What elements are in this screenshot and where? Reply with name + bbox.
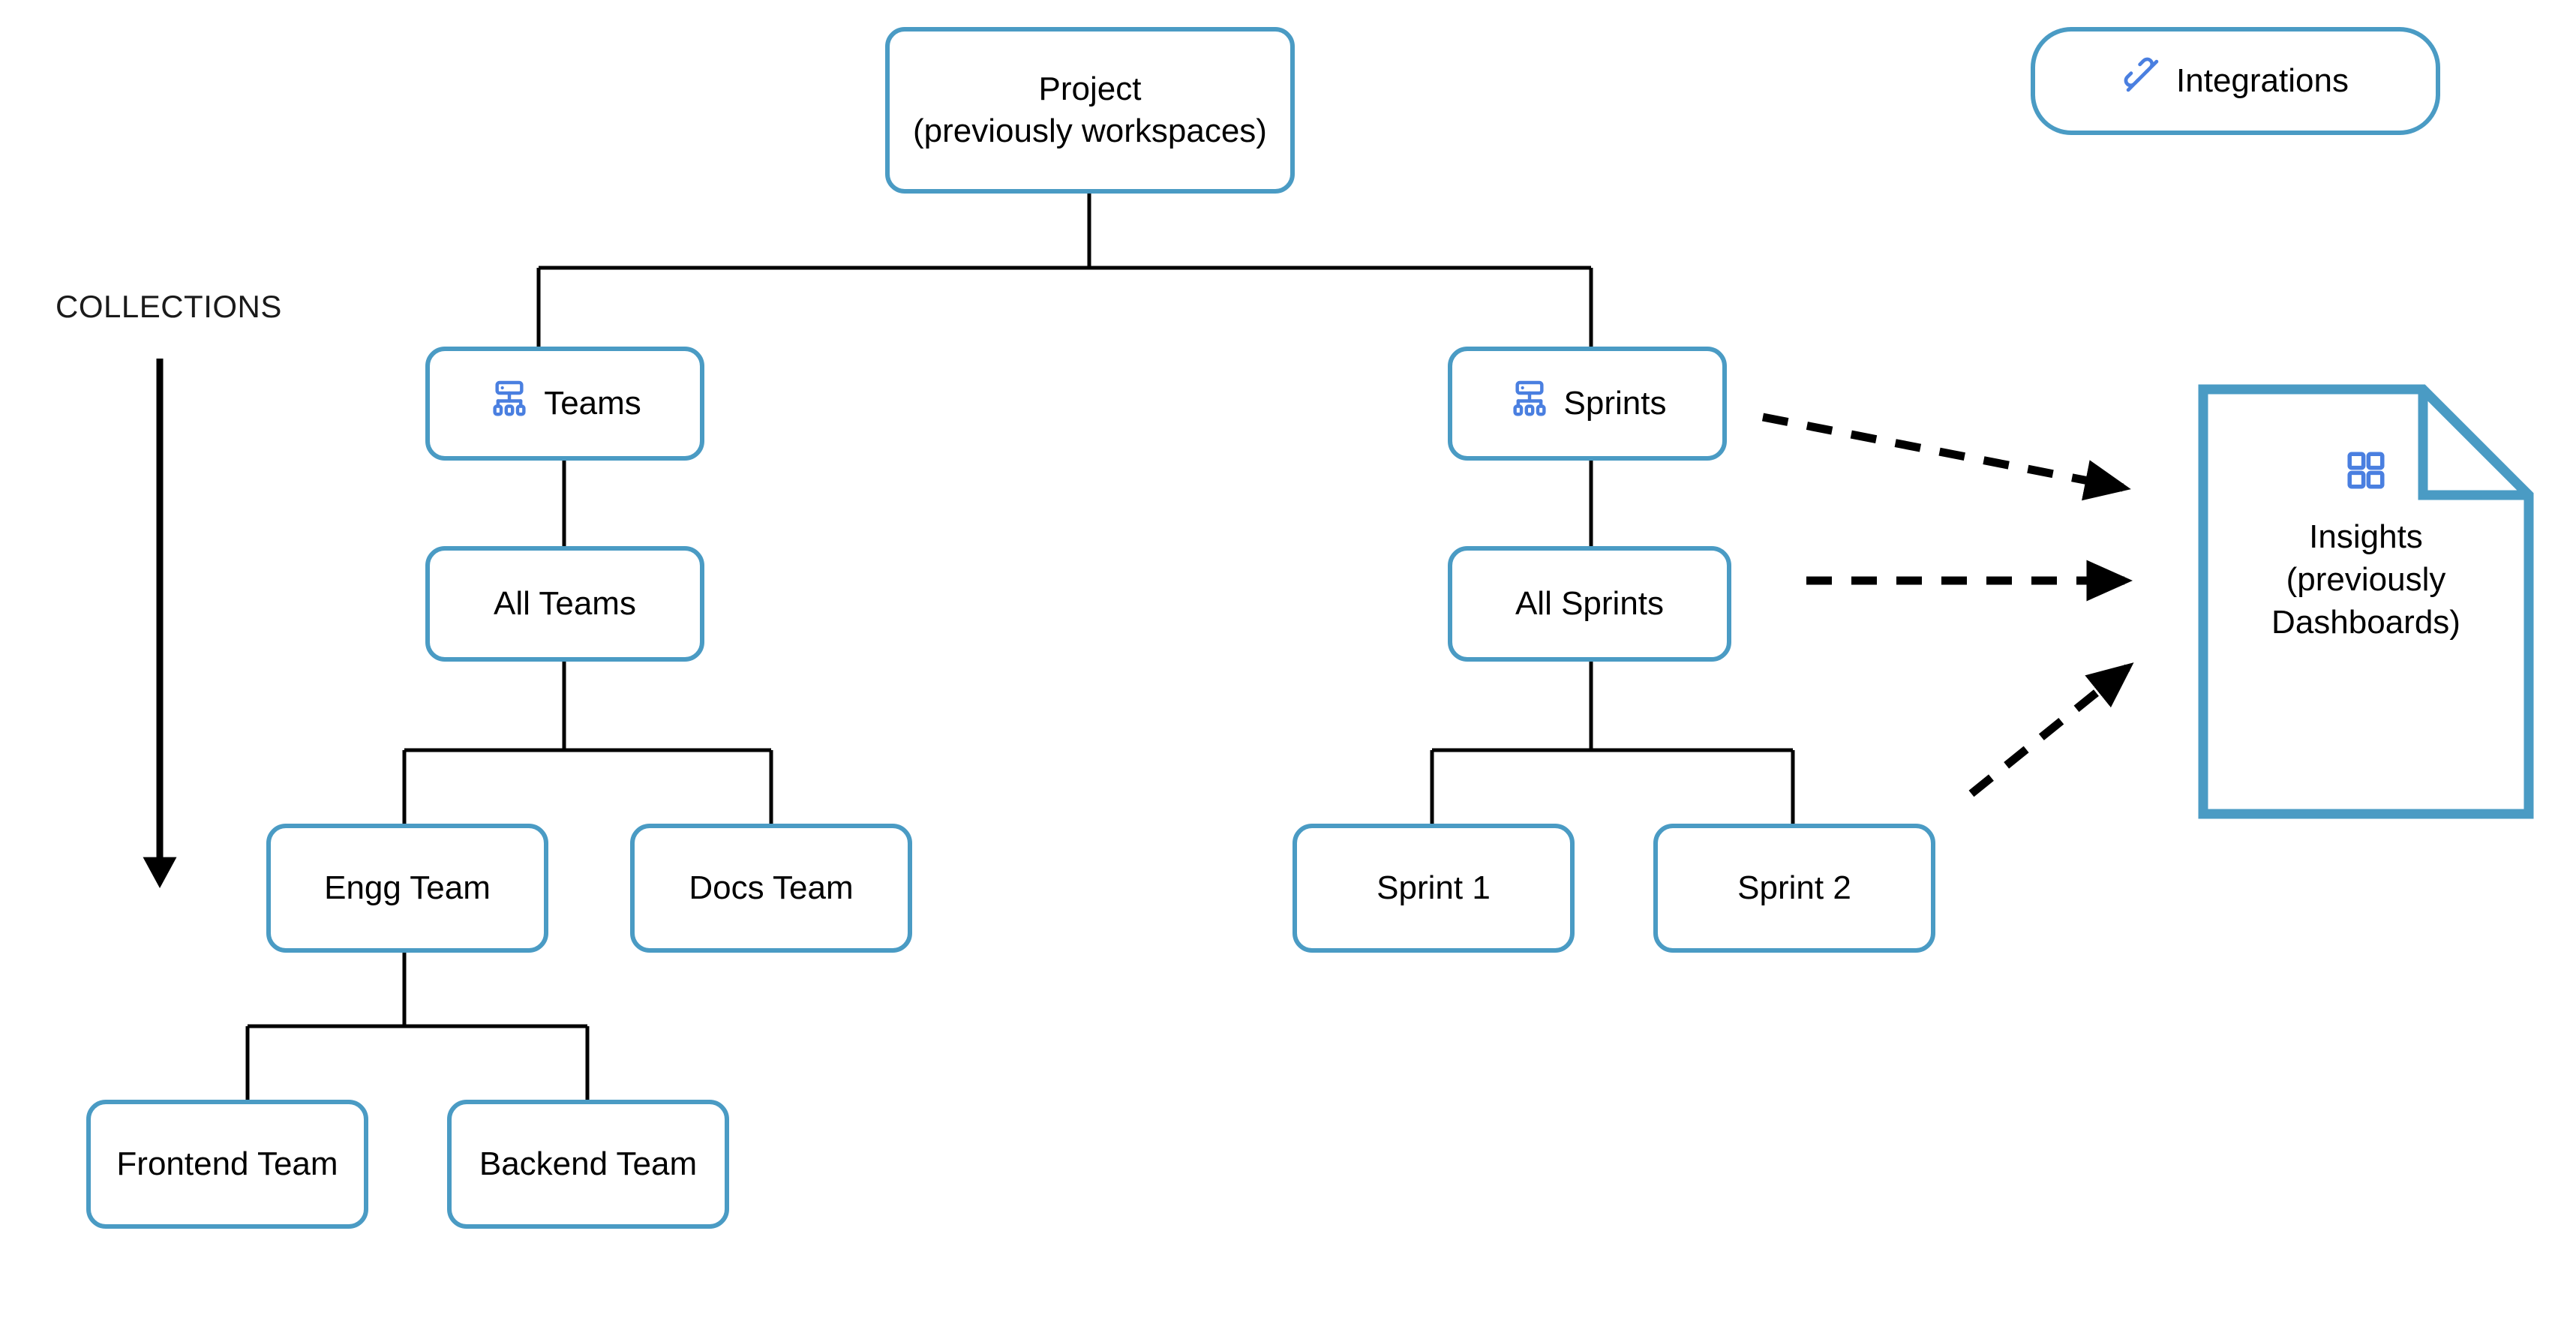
node-all-teams[interactable]: All Teams — [425, 546, 704, 662]
node-engg-team-label: Engg Team — [324, 869, 491, 906]
node-sprints-label: Sprints — [1563, 384, 1667, 422]
node-docs-team-label: Docs Team — [689, 869, 854, 906]
node-teams[interactable]: Teams — [425, 347, 704, 461]
node-sprint-1[interactable]: Sprint 1 — [1293, 824, 1575, 953]
edge-all-teams-to-subteams — [402, 662, 773, 824]
node-frontend-team[interactable]: Frontend Team — [86, 1100, 368, 1229]
document-shape — [2198, 384, 2534, 819]
node-docs-team[interactable]: Docs Team — [630, 824, 912, 953]
node-sprint-1-label: Sprint 1 — [1377, 869, 1491, 906]
grid-2x2-icon — [2344, 449, 2388, 496]
edge-sprints-to-insights — [1761, 413, 2131, 501]
node-integrations[interactable]: Integrations — [2031, 27, 2440, 135]
node-all-sprints-label: All Sprints — [1515, 584, 1665, 622]
edge-all-sprints-to-sprints — [1430, 662, 1795, 824]
node-sprint-2[interactable]: Sprint 2 — [1653, 824, 1935, 953]
node-all-sprints[interactable]: All Sprints — [1448, 546, 1731, 662]
node-insights-label: Insights (previously Dashboards) — [2271, 518, 2460, 641]
node-project-label: Project (previously workspaces) — [913, 70, 1267, 149]
node-engg-team[interactable]: Engg Team — [266, 824, 548, 953]
collections-label: COLLECTIONS — [56, 289, 282, 324]
node-integrations-label: Integrations — [2176, 62, 2349, 99]
node-sprints[interactable]: Sprints — [1448, 347, 1727, 461]
edge-engg-to-subteams — [245, 953, 590, 1100]
plug-icon — [2122, 56, 2163, 107]
edge-project-to-children — [536, 194, 1593, 347]
edge-sprint2-to-insights — [1968, 662, 2134, 797]
node-all-teams-label: All Teams — [494, 584, 636, 622]
hierarchy-icon — [488, 377, 530, 430]
node-teams-label: Teams — [544, 384, 641, 422]
node-frontend-team-label: Frontend Team — [116, 1145, 338, 1182]
node-sprint-2-label: Sprint 2 — [1737, 869, 1851, 906]
node-backend-team[interactable]: Backend Team — [447, 1100, 729, 1229]
node-project[interactable]: Project (previously workspaces) — [885, 27, 1295, 194]
hierarchy-icon — [1509, 377, 1551, 430]
node-insights[interactable]: Insights (previously Dashboards) — [2198, 384, 2534, 819]
node-backend-team-label: Backend Team — [479, 1145, 698, 1182]
